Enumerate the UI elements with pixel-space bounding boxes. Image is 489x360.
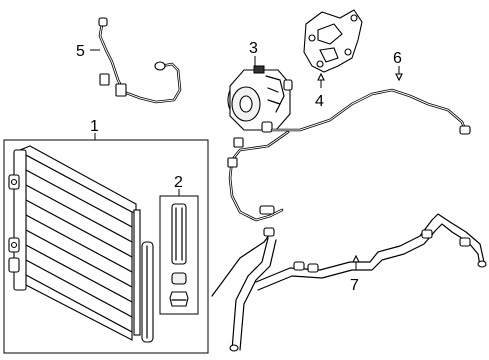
compressor-mount-ear-bottom	[261, 121, 273, 133]
condenser-frame-box	[3, 139, 209, 354]
callout-5: 5	[76, 43, 85, 60]
bracket-bolt-hole-4	[316, 60, 324, 68]
liquid-line-fitting-c	[307, 263, 319, 273]
callout-2: 2	[174, 174, 183, 191]
callout-4: 4	[315, 93, 324, 110]
suction-hose-coupler	[259, 205, 275, 215]
drier-plug	[169, 291, 189, 307]
desiccant-cartridge	[171, 203, 187, 265]
drier-kit: 2	[159, 174, 199, 315]
callout-7: 7	[350, 277, 359, 294]
condenser-bolt-mid	[10, 241, 18, 249]
condenser-assembly: 1	[3, 118, 209, 354]
suction-hose: 6	[227, 50, 471, 222]
suction-hose-clamp	[227, 157, 238, 168]
bracket-cutout-upper	[317, 23, 343, 45]
liquid-line-fitting-a	[263, 227, 275, 237]
bracket-bolt-hole-2	[350, 14, 358, 22]
callout-4-arrowhead	[317, 72, 325, 81]
liquid-line: 7	[211, 213, 487, 352]
suction-pipe-end-cap	[459, 125, 471, 135]
condenser-mount-bracket-low	[8, 257, 20, 273]
condenser-right-pipe	[133, 209, 141, 336]
callout-3: 3	[249, 40, 258, 57]
callout-7-arrowhead	[352, 254, 360, 263]
ac-compressor: 3	[227, 40, 293, 133]
liquid-line-tube-a	[231, 237, 269, 351]
liquid-line-fitting-b	[293, 261, 305, 271]
bracket-bolt-hole-3	[344, 48, 352, 56]
discharge-hose-bracket	[115, 83, 127, 97]
discharge-hose-end-fitting	[154, 61, 166, 71]
callout-6-arrowhead	[395, 73, 403, 82]
liquid-line-branch-upper	[211, 233, 271, 297]
liquid-line-end-fitting-right	[477, 260, 487, 268]
callout-6: 6	[393, 50, 402, 67]
condenser-fins	[25, 169, 133, 333]
compressor-port-top	[253, 65, 265, 74]
compressor-mount-ear-right	[283, 79, 293, 91]
liquid-line-fitting-d	[421, 229, 433, 239]
liquid-line-end-fitting	[229, 344, 239, 352]
bracket-cutout-lower	[319, 47, 339, 63]
discharge-hose: 5	[76, 17, 182, 104]
compressor-pulley-hub	[239, 95, 253, 113]
liquid-line-fitting-e	[459, 237, 471, 247]
liquid-line-main-a	[255, 213, 485, 283]
suction-pipe-path	[270, 88, 468, 134]
drier-cap	[171, 272, 187, 285]
suction-hose-fitting	[233, 137, 244, 148]
liquid-line-tube-b	[239, 239, 277, 351]
bracket-bolt-hole-1	[308, 34, 316, 42]
discharge-hose-clip	[99, 73, 110, 86]
discharge-hose-fitting-top	[98, 17, 108, 27]
compressor-mounting-bracket: 4	[303, 9, 363, 110]
condenser-bolt-top	[10, 178, 18, 186]
liquid-line-main-b	[257, 223, 481, 291]
callout-1: 1	[90, 118, 99, 135]
